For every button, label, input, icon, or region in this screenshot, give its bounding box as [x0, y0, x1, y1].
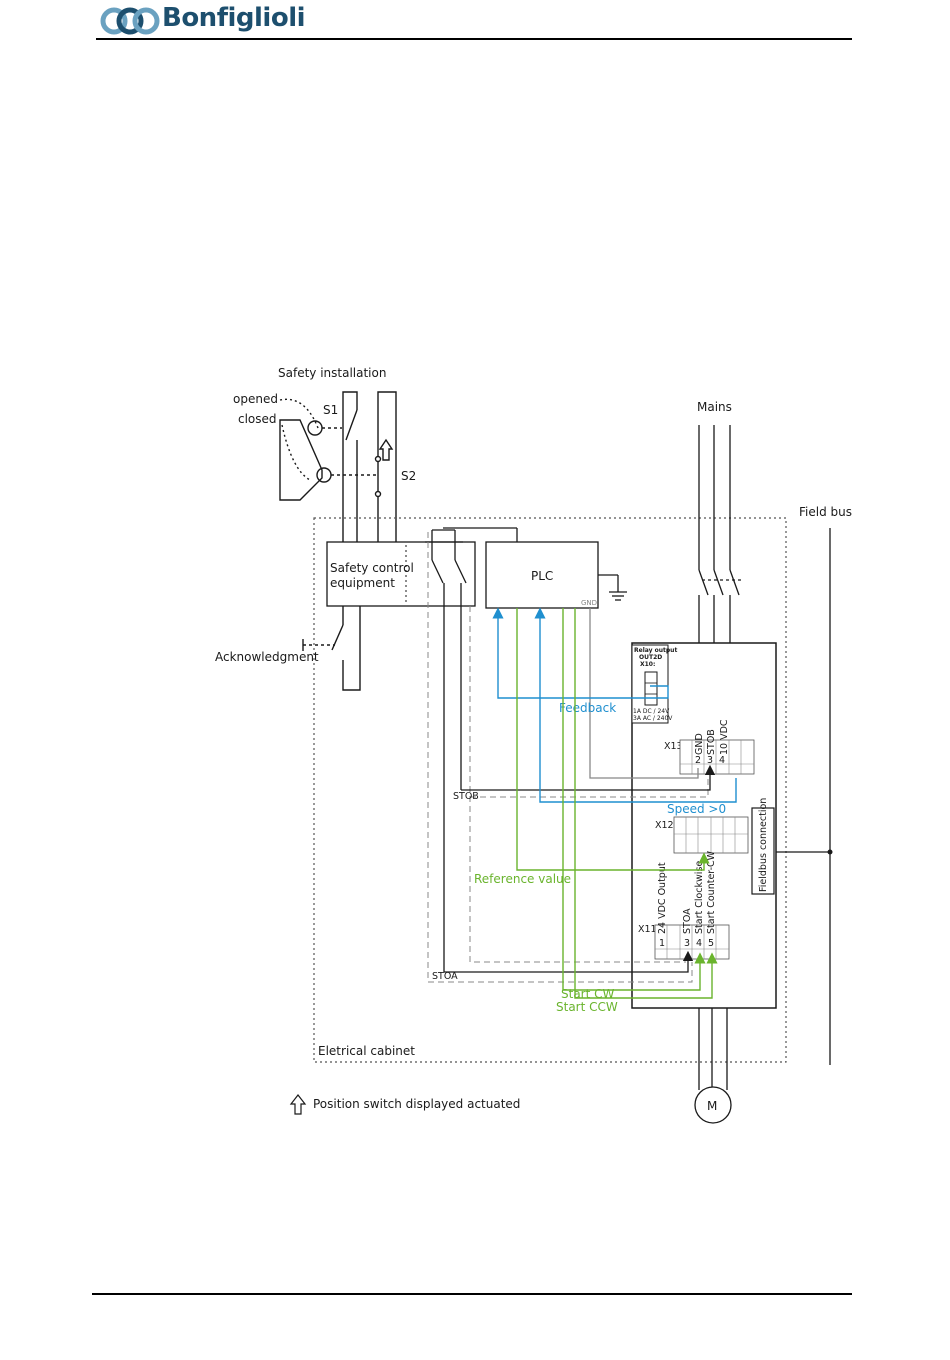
switch-rails — [342, 391, 397, 545]
motor-symbol — [694, 1086, 732, 1124]
feedback-wire — [492, 607, 669, 699]
relay-output-block — [631, 644, 669, 724]
field-bus-label: Field bus — [799, 505, 852, 519]
fieldbus-connection-label: Fieldbus connection — [758, 798, 769, 892]
gnd-wire — [589, 608, 699, 779]
plc-box — [485, 541, 599, 609]
position-switch-legend-icon — [289, 1094, 307, 1115]
speed-wire — [534, 607, 737, 803]
plc-gnd-label: GND — [581, 599, 597, 607]
acknowledgment-switch — [302, 606, 361, 691]
s2-label: S2 — [401, 469, 416, 483]
relay-x10-label: X10: — [640, 661, 655, 668]
stoa-label: STOA — [432, 971, 458, 982]
stob-wire — [461, 764, 716, 791]
relay-output-label: Relay output — [634, 647, 677, 654]
ground-symbol — [598, 574, 627, 601]
x11-stoa-label: STOA — [682, 908, 693, 934]
fieldbus-connection-box — [751, 807, 775, 895]
relay-rating-2: 3A AC / 240V — [633, 715, 673, 722]
x13-10vdc-label: 10 VDC — [719, 719, 730, 755]
opened-label: opened — [233, 392, 278, 406]
x11-num-1: 1 — [659, 938, 665, 949]
x13-label: X13 — [664, 741, 683, 752]
mains-label: Mains — [697, 400, 732, 414]
x13-num-2: 2 — [695, 755, 701, 766]
safety-installation-label: Safety installation — [278, 366, 386, 380]
feedback-label: Feedback — [559, 701, 616, 715]
safety-control-label-2: equipment — [330, 576, 395, 590]
stoa-wire — [443, 950, 694, 973]
brand-logo — [100, 4, 320, 38]
x13-gnd-label: GND — [694, 733, 705, 755]
x11-num-4: 4 — [696, 938, 702, 949]
safety-door — [279, 398, 378, 501]
x13-stob-label: STOB — [706, 729, 717, 755]
safety-control-label-1: Safety control — [330, 561, 414, 575]
reference-wire — [516, 608, 710, 871]
relay-rating-1: 1A DC / 24V — [633, 708, 670, 715]
x12-label: X12 — [655, 820, 674, 831]
electrical-cabinet-boundary — [313, 517, 787, 1063]
x12-cells — [674, 817, 748, 853]
x13-num-3: 3 — [707, 755, 713, 766]
electrical-cabinet-label: Eletrical cabinet — [318, 1044, 415, 1058]
footer-rule — [92, 1293, 852, 1295]
x13-cells — [680, 740, 754, 774]
start-cw-label: Start CW — [561, 987, 615, 1001]
stob-label: STOB — [453, 791, 479, 802]
x11-label: X11 — [638, 924, 657, 935]
acknowledgment-label: Acknowledgment — [215, 650, 319, 664]
start-cw-wire — [562, 608, 706, 991]
motor-label: M — [707, 1099, 717, 1113]
x11-start-cw-label: Start Clockwise — [694, 861, 705, 934]
x11-num-3: 3 — [684, 938, 690, 949]
plc-label: PLC — [531, 569, 553, 583]
mains-lines — [698, 425, 742, 643]
legend-text: Position switch displayed actuated — [313, 1097, 520, 1111]
brand-name: Bonfiglioli — [162, 3, 306, 33]
speed-label: Speed >0 — [667, 802, 726, 816]
brand-logo-mark — [100, 7, 160, 35]
closed-label: closed — [238, 412, 277, 426]
start-ccw-label: Start CCW — [556, 1000, 618, 1014]
safety-relay-contacts — [425, 527, 518, 963]
x11-start-ccw-label: Start Counter-CW — [706, 850, 717, 934]
header-rule — [96, 38, 852, 40]
reference-value-label: Reference value — [474, 872, 571, 886]
safety-control-box — [326, 541, 476, 607]
field-bus-junction — [827, 849, 833, 855]
motor-lines — [698, 1008, 728, 1090]
x13-num-4: 4 — [719, 755, 725, 766]
sto-dashed-loops — [427, 532, 709, 983]
x11-24vdc-label: 24 VDC Output — [657, 862, 668, 934]
relay-out-label: OUT2D — [639, 654, 662, 661]
x11-num-5: 5 — [708, 938, 714, 949]
x13-terminal — [679, 739, 755, 775]
s1-label: S1 — [323, 403, 338, 417]
start-ccw-wire — [574, 608, 718, 999]
